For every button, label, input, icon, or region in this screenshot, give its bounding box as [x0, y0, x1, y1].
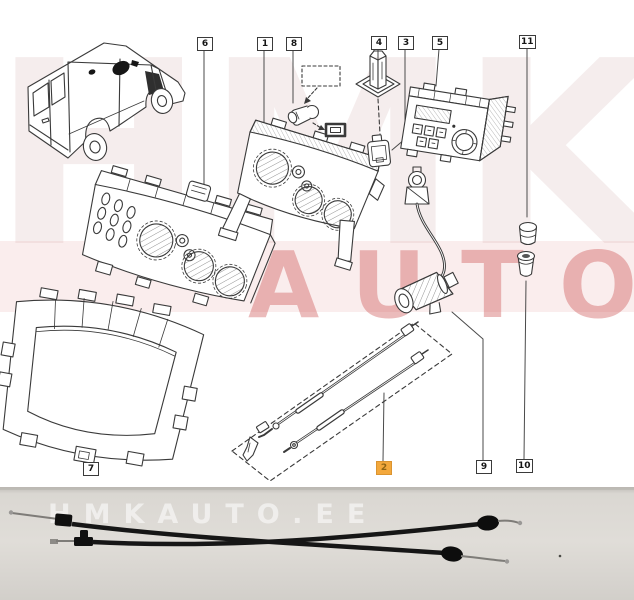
callout-4[interactable]: 4	[371, 36, 387, 50]
bracket-part4	[355, 43, 401, 135]
cables-photo-art: HMKAUTO.EE	[0, 487, 634, 564]
cap-part11	[518, 221, 538, 246]
exploded-parts-diagram	[0, 42, 538, 482]
product-photo: HMKAUTO.EE	[0, 487, 634, 600]
bulb-part8	[287, 65, 347, 138]
callout-8[interactable]: 8	[286, 37, 302, 51]
cable-lower	[50, 515, 562, 558]
van-dark-marks	[88, 60, 139, 76]
callout-6[interactable]: 6	[197, 37, 213, 51]
heater-control-panel-part6	[81, 165, 276, 307]
switch-part3	[367, 134, 392, 168]
heater-control-panel-part1	[217, 117, 385, 271]
callout-11[interactable]: 11	[519, 35, 536, 49]
callout-2-highlighted[interactable]: 2	[376, 461, 392, 475]
callout-5[interactable]: 5	[432, 36, 448, 50]
control-unit-part5	[400, 82, 517, 163]
dashboard-frame-part7	[0, 287, 205, 467]
control-cables-part2	[231, 321, 453, 482]
callout-9[interactable]: 9	[476, 460, 492, 474]
callout-10[interactable]: 10	[516, 459, 533, 473]
van-illustration	[27, 42, 186, 161]
sensor-cable-part9	[394, 166, 459, 315]
callout-1[interactable]: 1	[257, 37, 273, 51]
photo-watermark: HMKAUTO.EE	[48, 499, 378, 530]
callout-3[interactable]: 3	[398, 36, 414, 50]
socket-part10	[516, 250, 536, 277]
callout-7[interactable]: 7	[83, 462, 99, 476]
